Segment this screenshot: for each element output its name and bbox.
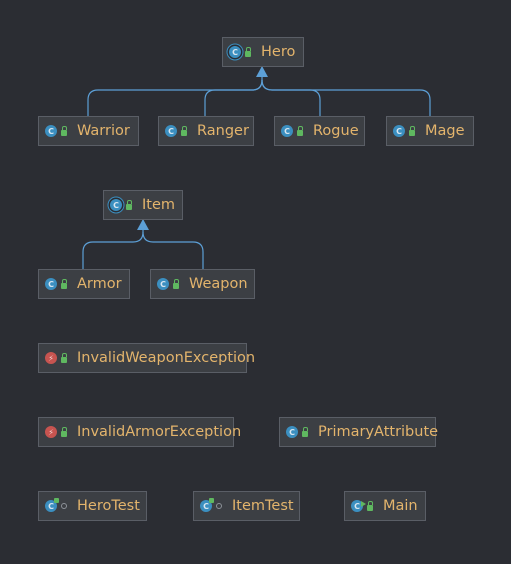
class-icon: C: [281, 125, 293, 137]
public-lock-icon: [61, 279, 67, 289]
edge-armor-item: [82, 220, 144, 270]
class-label: ItemTest: [232, 498, 294, 514]
class-label: InvalidArmorException: [77, 424, 242, 440]
class-label: Rogue: [313, 123, 359, 139]
test-class-icon: C: [200, 498, 214, 512]
class-node-item-test[interactable]: C ItemTest: [193, 491, 300, 521]
class-label: Mage: [425, 123, 465, 139]
exception-class-icon: ⚡: [45, 426, 57, 438]
edge-warrior-hero: [87, 66, 263, 117]
edge-weapon-item: [142, 231, 204, 270]
edge-rogue-hero: [261, 79, 321, 117]
class-icon: C: [165, 125, 177, 137]
class-icon: C: [45, 125, 57, 137]
exception-class-icon: ⚡: [45, 352, 57, 364]
class-icon: C: [45, 278, 57, 290]
edge-ranger-hero: [204, 79, 263, 117]
class-label: Armor: [77, 276, 122, 292]
class-node-main[interactable]: C Main: [344, 491, 426, 521]
class-node-warrior[interactable]: C Warrior: [38, 116, 139, 146]
arrowhead-item: [137, 219, 149, 230]
public-lock-icon: [181, 126, 187, 136]
public-lock-icon: [302, 427, 308, 437]
public-lock-icon: [61, 126, 67, 136]
class-node-armor[interactable]: C Armor: [38, 269, 130, 299]
class-node-item[interactable]: C Item: [103, 190, 183, 220]
class-label: Weapon: [189, 276, 248, 292]
abstract-class-icon: C: [110, 199, 122, 211]
class-label: HeroTest: [77, 498, 140, 514]
public-lock-icon: [245, 47, 251, 57]
class-label: PrimaryAttribute: [318, 424, 439, 440]
test-class-icon: C: [45, 498, 59, 512]
public-lock-icon: [173, 279, 179, 289]
edge-mage-hero: [261, 79, 431, 117]
public-lock-icon: [409, 126, 415, 136]
class-label: Hero: [261, 44, 296, 60]
main-class-icon: C: [351, 500, 366, 512]
class-node-ranger[interactable]: C Ranger: [158, 116, 254, 146]
arrowhead-hero: [256, 66, 268, 77]
class-icon: C: [393, 125, 405, 137]
class-node-mage[interactable]: C Mage: [386, 116, 474, 146]
class-icon: C: [157, 278, 169, 290]
public-lock-icon: [61, 353, 67, 363]
public-lock-icon: [126, 200, 132, 210]
class-label: InvalidWeaponException: [77, 350, 256, 366]
class-node-invalid-weapon-exception[interactable]: ⚡ InvalidWeaponException: [38, 343, 255, 373]
class-node-rogue[interactable]: C Rogue: [274, 116, 365, 146]
public-lock-icon: [367, 501, 373, 511]
class-label: Ranger: [197, 123, 249, 139]
class-label: Item: [142, 197, 176, 213]
package-private-icon: [216, 503, 222, 509]
abstract-class-icon: C: [229, 46, 241, 58]
public-lock-icon: [297, 126, 303, 136]
class-node-primary-attribute[interactable]: C PrimaryAttribute: [279, 417, 439, 447]
class-node-invalid-armor-exception[interactable]: ⚡ InvalidArmorException: [38, 417, 241, 447]
class-node-hero-test[interactable]: C HeroTest: [38, 491, 147, 521]
class-label: Warrior: [77, 123, 130, 139]
class-node-hero[interactable]: C Hero: [222, 37, 304, 67]
class-icon: C: [286, 426, 298, 438]
package-private-icon: [61, 503, 67, 509]
class-node-weapon[interactable]: C Weapon: [150, 269, 255, 299]
class-label: Main: [383, 498, 418, 514]
public-lock-icon: [61, 427, 67, 437]
